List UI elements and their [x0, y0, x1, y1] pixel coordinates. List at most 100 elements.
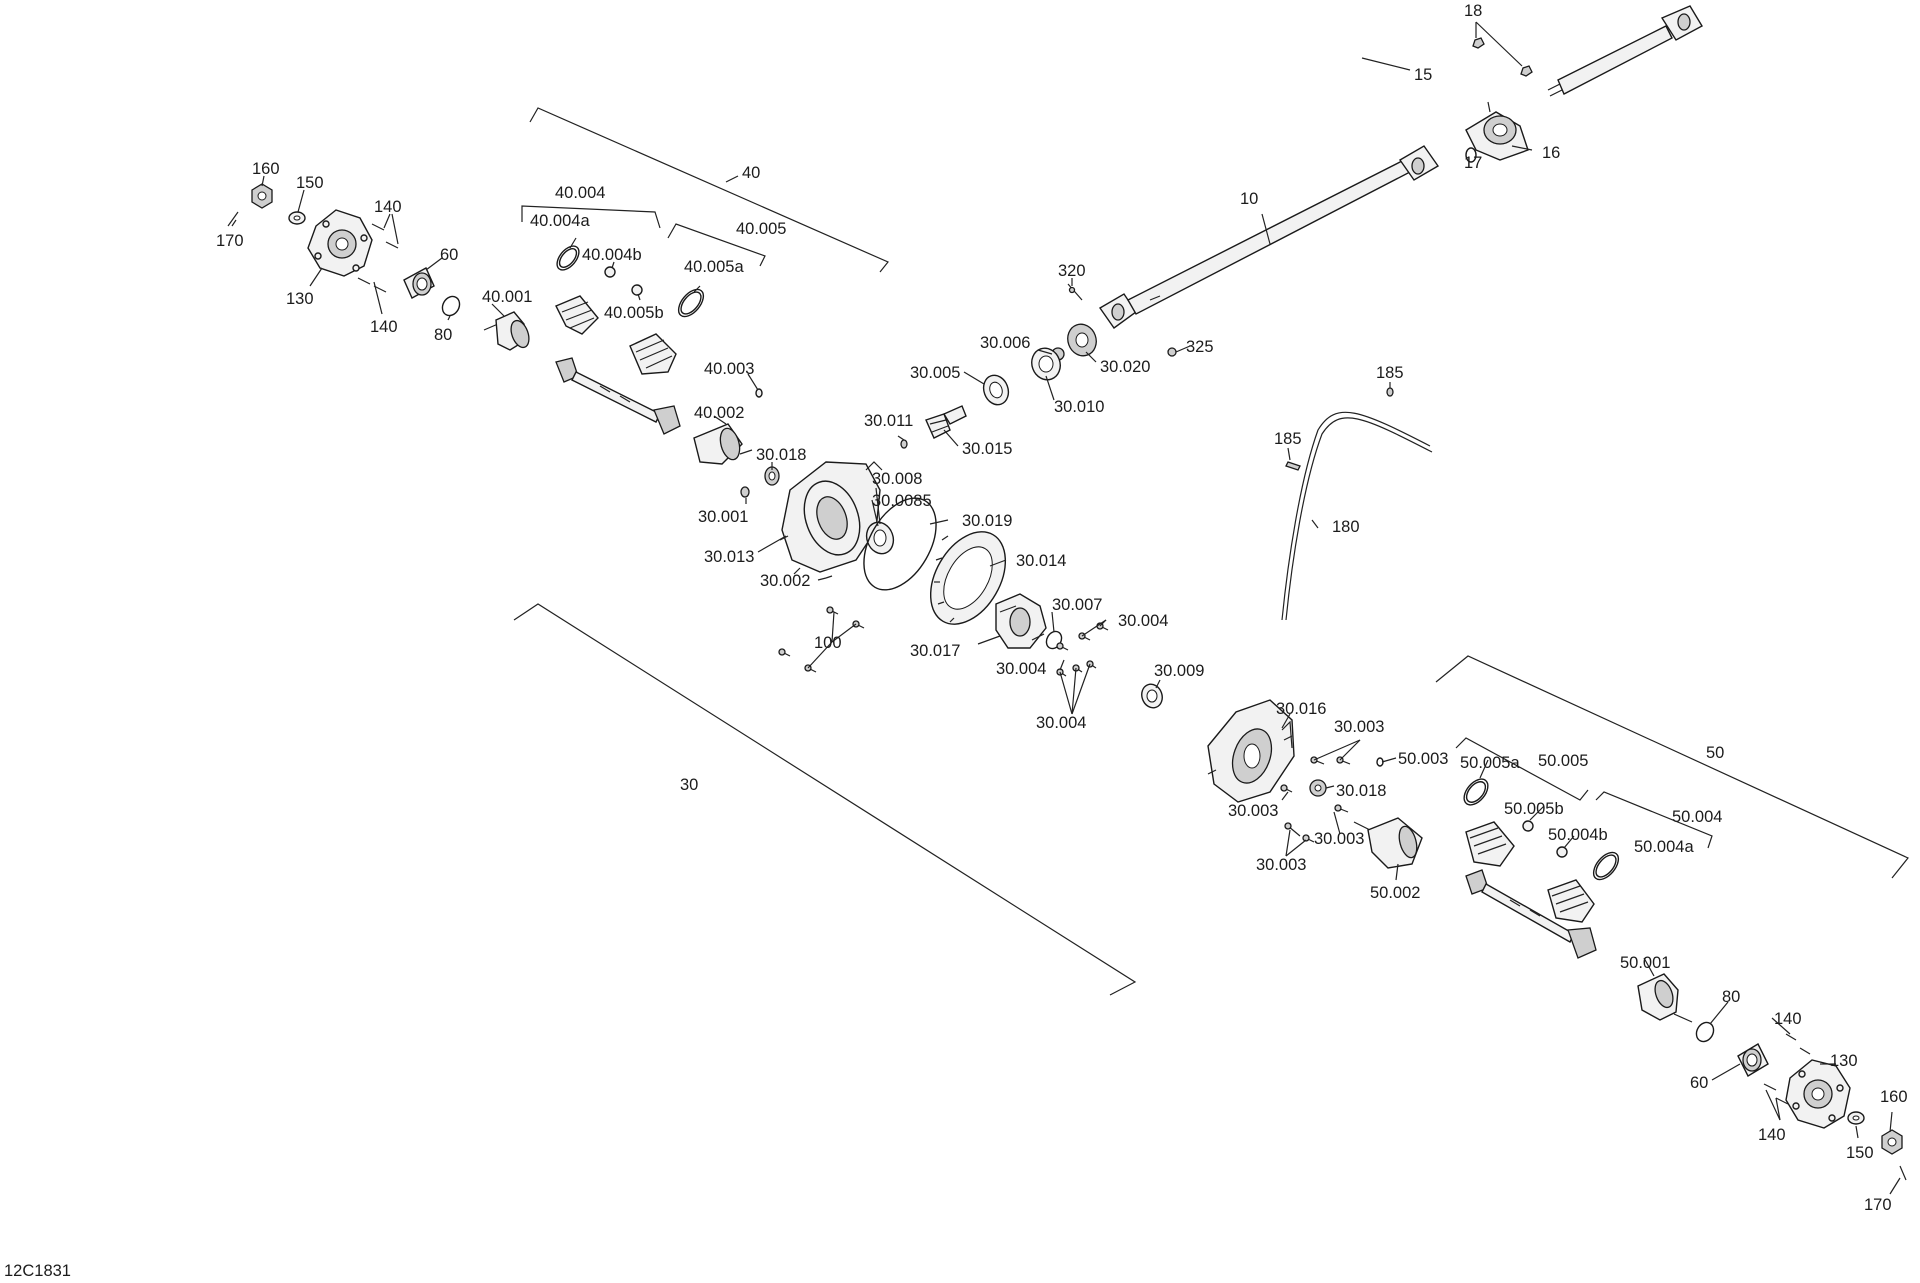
plug-30-001	[740, 486, 750, 498]
part-labels: 160 150 140 170 130 60 140 80 40.001 40.…	[4, 2, 1908, 1280]
boot-40-005	[629, 333, 677, 375]
hub-nut-left	[251, 183, 273, 209]
hub-nut-right	[1881, 1129, 1903, 1155]
label-30-003-upper: 30.003	[1334, 718, 1384, 736]
label-80-left: 80	[434, 326, 452, 344]
rear-propeller-shaft-15	[1547, 5, 1703, 97]
plug-30-011	[900, 439, 908, 449]
seal-30-018-right	[1309, 779, 1327, 797]
label-18: 18	[1464, 2, 1482, 20]
label-170-right: 170	[1864, 1196, 1892, 1214]
label-30-016: 30.016	[1276, 700, 1326, 718]
label-40-002: 40.002	[694, 404, 744, 422]
label-40-004a: 40.004a	[530, 212, 590, 230]
label-30-0085: 30.0085	[872, 492, 932, 510]
label-40-004: 40.004	[555, 184, 605, 202]
label-50-002: 50.002	[1370, 884, 1420, 902]
label-50-001: 50.001	[1620, 954, 1670, 972]
boot-40-004	[555, 295, 599, 335]
label-30-018-left: 30.018	[756, 446, 806, 464]
label-160-right: 160	[1880, 1088, 1908, 1106]
label-30-020: 30.020	[1100, 358, 1150, 376]
label-10: 10	[1240, 190, 1258, 208]
group-bracket-50	[1435, 655, 1909, 879]
label-30-009: 30.009	[1154, 662, 1204, 680]
label-100: 100	[814, 634, 842, 652]
label-40-001: 40.001	[482, 288, 532, 306]
wheel-hub-right	[1785, 1059, 1851, 1129]
label-50-003: 50.003	[1398, 750, 1448, 768]
small-clamp-40-005b	[631, 284, 643, 296]
plug-30-002	[825, 575, 833, 579]
boot-50-005	[1465, 821, 1515, 867]
retaining-ring-left	[441, 295, 461, 317]
inner-cv-joint-50-002	[1353, 817, 1423, 869]
label-160-left: 160	[252, 160, 280, 178]
screws-30-003-upper	[1310, 756, 1351, 765]
retaining-ring-right	[1695, 1021, 1715, 1043]
label-30-006: 30.006	[980, 334, 1030, 352]
group-bracket-40	[529, 107, 889, 273]
label-150-left: 150	[296, 174, 324, 192]
small-clamp-40-004b	[604, 266, 616, 278]
inner-cv-joint-40-002	[693, 423, 753, 465]
bracket-40-004	[521, 205, 661, 229]
boot-clamp-40-004a	[556, 245, 580, 271]
propeller-shaft-10	[1127, 159, 1411, 315]
label-40-003: 40.003	[704, 360, 754, 378]
bearing-left	[403, 267, 435, 299]
boot-50-004	[1547, 879, 1595, 923]
differential-cover-30-016	[1207, 699, 1295, 803]
label-130-right: 130	[1830, 1052, 1858, 1070]
label-140-right-lower: 140	[1758, 1126, 1786, 1144]
wheel-hub-left	[307, 209, 373, 277]
bracket-50-004	[1595, 791, 1713, 849]
screws-30-004-upper	[1056, 622, 1109, 651]
label-50-004: 50.004	[1672, 808, 1722, 826]
grease-fitting-325	[1167, 347, 1177, 357]
nuts-18	[1472, 37, 1533, 77]
label-60-left: 60	[440, 246, 458, 264]
outer-cv-joint-40-001	[483, 311, 530, 351]
label-170-left: 170	[216, 232, 244, 250]
label-30-013: 30.013	[704, 548, 754, 566]
label-40-004b: 40.004b	[582, 246, 642, 264]
bracket-50-005	[1455, 737, 1589, 801]
outer-cv-joint-50-001	[1637, 973, 1693, 1023]
boot-clamp-50-005a	[1463, 778, 1489, 806]
pinion-gear-30-015	[925, 405, 967, 439]
label-30-015: 30.015	[962, 440, 1012, 458]
axle-shaft-left	[555, 357, 681, 435]
boot-clamp-50-004a	[1592, 851, 1620, 881]
label-80-right: 80	[1722, 988, 1740, 1006]
label-30-008: 30.008	[872, 470, 922, 488]
boot-clamp-40-005a	[677, 288, 705, 318]
label-50-005: 50.005	[1538, 752, 1588, 770]
small-clamp-50-005b	[1522, 820, 1534, 832]
label-40-005: 40.005	[736, 220, 786, 238]
label-50-004a: 50.004a	[1634, 838, 1694, 856]
label-30-017: 30.017	[910, 642, 960, 660]
label-130-left: 130	[286, 290, 314, 308]
label-30-004-middle: 30.004	[996, 660, 1046, 678]
retaining-ring-17	[1465, 147, 1477, 163]
label-50-005a: 50.005a	[1460, 754, 1520, 772]
bracket-40-005	[667, 223, 766, 267]
label-30-019: 30.019	[962, 512, 1012, 530]
o-ring-30-019	[863, 497, 937, 591]
label-50-004b: 50.004b	[1548, 826, 1608, 844]
label-40: 40	[742, 164, 760, 182]
washer-left	[288, 211, 306, 225]
leader-lines	[231, 21, 1901, 1195]
label-140-left-lower: 140	[370, 318, 398, 336]
breather-30-016	[1281, 720, 1293, 749]
label-40-005a: 40.005a	[684, 258, 744, 276]
vent-hose-180	[1281, 411, 1433, 621]
small-clamp-50-004b	[1556, 846, 1568, 858]
center-bearing-support-16	[1465, 111, 1529, 161]
cotter-pin-left	[227, 211, 239, 227]
bearing-30-009	[1141, 683, 1163, 709]
axle-shaft-right	[1465, 869, 1597, 959]
label-150-right: 150	[1846, 1144, 1874, 1162]
